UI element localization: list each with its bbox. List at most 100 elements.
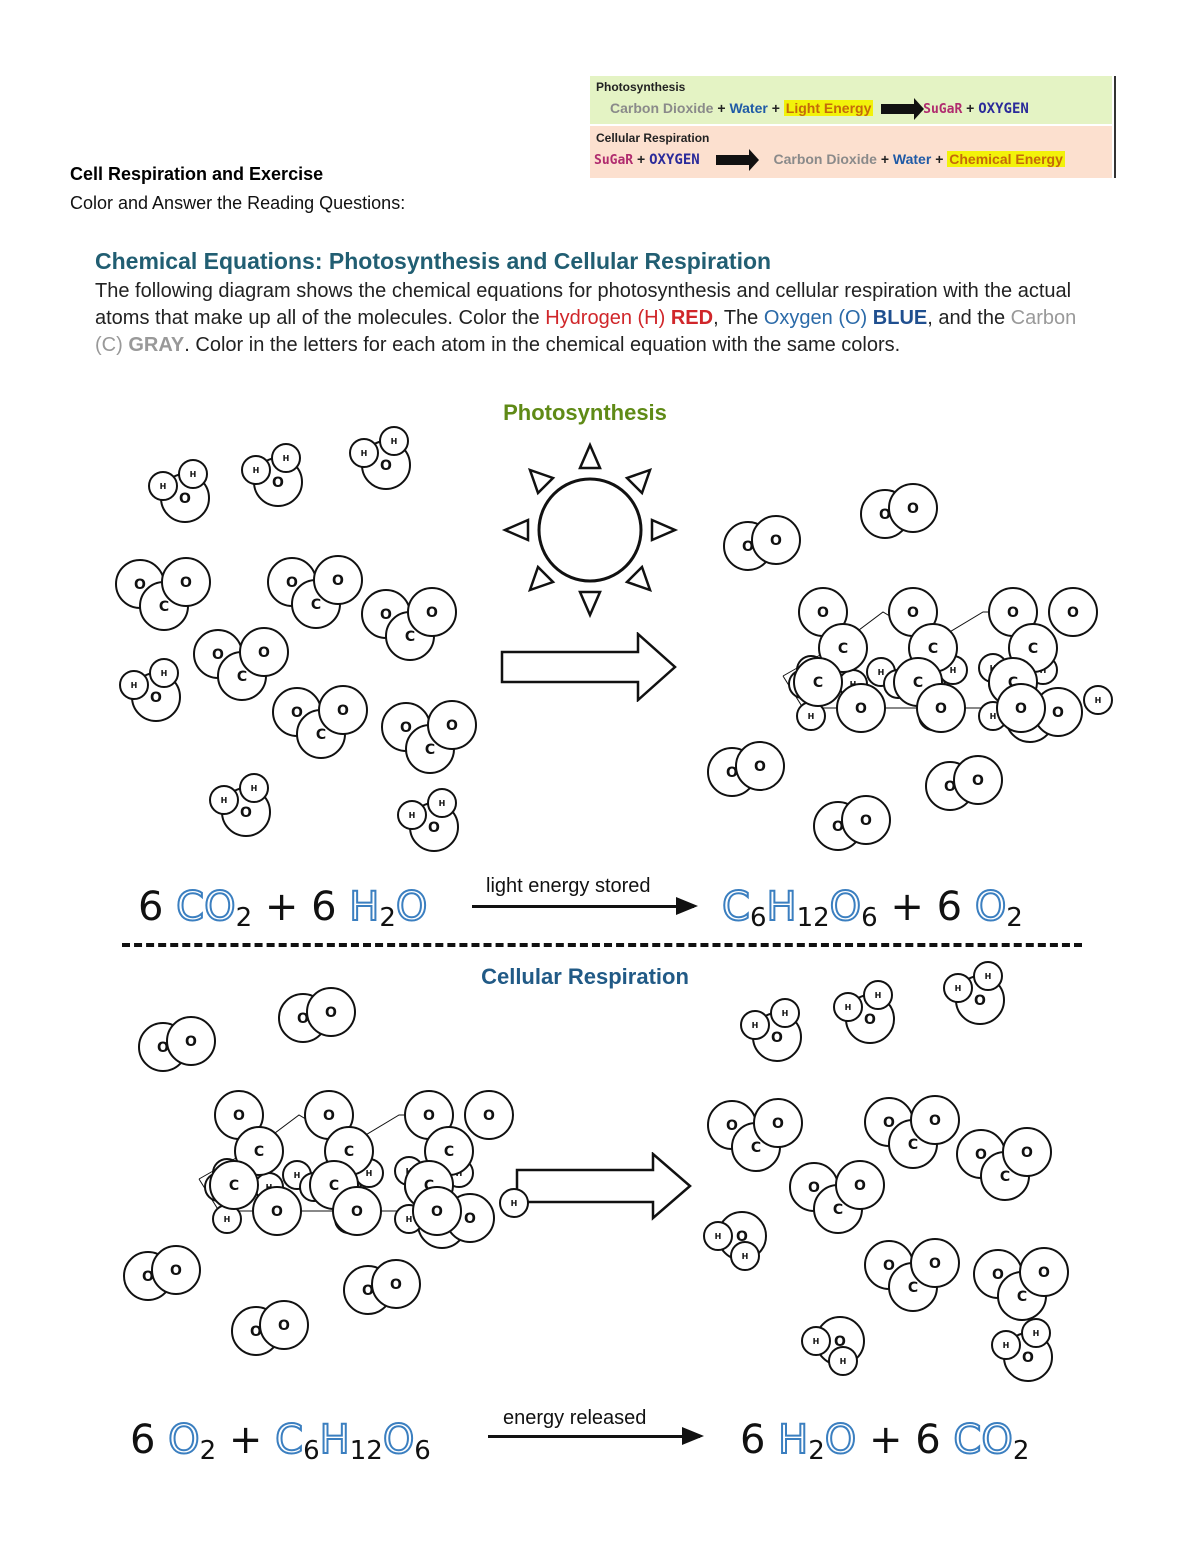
eq-coefficient: 6 xyxy=(311,884,337,930)
svg-text:H: H xyxy=(715,1232,722,1241)
hydrogen-atom: H xyxy=(943,973,973,1003)
photosynthesis-eq-arrow-icon xyxy=(472,897,698,915)
svg-text:O: O xyxy=(726,765,738,781)
oxygen-atom: O xyxy=(888,483,938,533)
carbon-atom: C xyxy=(818,623,868,673)
svg-text:H: H xyxy=(131,681,138,690)
legend-plus: + xyxy=(717,100,726,116)
svg-text:O: O xyxy=(879,507,891,523)
svg-text:O: O xyxy=(1021,1145,1033,1161)
svg-text:H: H xyxy=(224,1215,231,1224)
svg-text:C: C xyxy=(1000,1169,1010,1185)
eq-subscript: 6 xyxy=(749,903,767,933)
legend-plus: + xyxy=(966,100,975,116)
svg-text:C: C xyxy=(928,641,938,657)
eq-hydrogen: H xyxy=(777,1416,809,1464)
hydrogen-atom: H xyxy=(427,788,457,818)
legend-photosynthesis-equation: Carbon Dioxide + Water + Light Energy Su… xyxy=(610,98,1029,121)
svg-text:O: O xyxy=(428,820,440,836)
legend-plus: + xyxy=(935,151,944,167)
oxygen-atom: O xyxy=(798,587,848,637)
svg-text:C: C xyxy=(908,1280,918,1296)
svg-text:O: O xyxy=(180,575,192,591)
svg-text:O: O xyxy=(972,773,984,789)
svg-text:O: O xyxy=(1038,1265,1050,1281)
hydrogen-atom: H xyxy=(703,1221,733,1251)
legend-plus: + xyxy=(637,151,646,167)
svg-text:O: O xyxy=(297,1011,309,1027)
eq-oxygen: O xyxy=(829,883,863,931)
svg-text:O: O xyxy=(362,1283,374,1299)
svg-text:H: H xyxy=(1003,1341,1010,1350)
oxygen-atom: O xyxy=(751,515,801,565)
oxygen-atom: O xyxy=(407,587,457,637)
svg-text:O: O xyxy=(864,1012,876,1028)
legend-photosynthesis-title: Photosynthesis xyxy=(596,80,686,94)
svg-text:O: O xyxy=(854,1178,866,1194)
hydrogen-atom: H xyxy=(148,471,178,501)
eq-oxygen: O xyxy=(167,1416,201,1464)
svg-text:C: C xyxy=(405,629,415,645)
svg-text:O: O xyxy=(1007,605,1019,621)
svg-text:H: H xyxy=(1095,696,1102,705)
oxygen-atom: O xyxy=(735,741,785,791)
document-subtitle: Color and Answer the Reading Questions: xyxy=(70,193,406,213)
svg-text:O: O xyxy=(832,819,844,835)
svg-text:O: O xyxy=(250,1324,262,1340)
hydrogen-atom: H xyxy=(119,670,149,700)
oxygen-atom: O xyxy=(371,1259,421,1309)
svg-text:C: C xyxy=(751,1140,761,1156)
hydrogen-atom: H xyxy=(973,961,1003,991)
svg-text:O: O xyxy=(1022,1350,1034,1366)
svg-text:H: H xyxy=(251,784,258,793)
svg-text:H: H xyxy=(742,1252,749,1261)
oxygen-atom: O xyxy=(836,683,886,733)
eq-coefficient: 6 xyxy=(740,1417,766,1463)
svg-text:C: C xyxy=(425,742,435,758)
svg-text:O: O xyxy=(929,1113,941,1129)
svg-text:H: H xyxy=(875,991,882,1000)
oxygen-atom: O xyxy=(841,795,891,845)
oxygen-atom: O xyxy=(916,683,966,733)
eq-plus: + xyxy=(264,884,299,930)
svg-text:H: H xyxy=(253,466,260,475)
eq-plus: + xyxy=(869,1417,903,1463)
oxygen-atom: O xyxy=(412,1186,462,1236)
svg-text:O: O xyxy=(907,501,919,517)
oxygen-atom: O xyxy=(753,1098,803,1148)
hydrogen-atom: H xyxy=(833,992,863,1022)
hydrogen-atom: H xyxy=(1083,685,1113,715)
svg-text:C: C xyxy=(1028,641,1038,657)
svg-text:C: C xyxy=(908,1137,918,1153)
svg-text:O: O xyxy=(754,759,766,775)
eq-carbon: C xyxy=(274,1416,304,1464)
svg-text:C: C xyxy=(838,641,848,657)
oxygen-atom: O xyxy=(151,1245,201,1295)
eq-subscript: 2 xyxy=(379,903,396,933)
eq-oxygen: O xyxy=(824,1416,858,1464)
eq-hydrogen: H xyxy=(319,1416,351,1464)
svg-text:C: C xyxy=(1008,675,1018,691)
svg-text:O: O xyxy=(929,1256,941,1272)
legend-oxygen: OXYGEN xyxy=(649,152,700,168)
legend-water: Water xyxy=(892,151,932,167)
oxygen-atom: O xyxy=(1019,1247,1069,1297)
oxygen-atom: O xyxy=(1033,687,1083,737)
svg-text:H: H xyxy=(950,666,957,675)
hydrogen-label: Hydrogen (H) xyxy=(545,307,666,329)
legend-carbon-dioxide: Carbon Dioxide xyxy=(610,100,714,116)
legend-plus: + xyxy=(771,100,780,116)
respiration-title: Cellular Respiration xyxy=(481,964,689,989)
instructions-text: , The xyxy=(713,307,764,329)
svg-text:H: H xyxy=(878,668,885,677)
hydrogen-atom: H xyxy=(499,1188,529,1218)
svg-text:O: O xyxy=(772,1116,784,1132)
svg-text:H: H xyxy=(366,1169,373,1178)
svg-text:C: C xyxy=(229,1178,239,1194)
oxygen-atom: O xyxy=(996,683,1046,733)
oxygen-atom: O xyxy=(332,1186,382,1236)
svg-text:C: C xyxy=(913,675,923,691)
eq-coefficient: 6 xyxy=(138,884,164,930)
svg-text:O: O xyxy=(351,1204,363,1220)
svg-text:O: O xyxy=(464,1211,476,1227)
